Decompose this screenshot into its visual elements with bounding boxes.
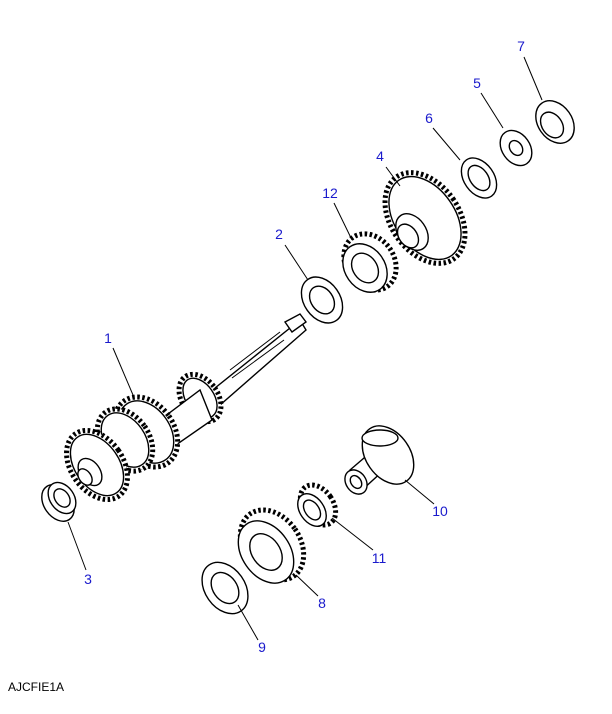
leader-lines: [67, 56, 543, 641]
part-8-gear: [237, 507, 307, 584]
part-12-gear: [341, 231, 399, 293]
callout-4: 4: [376, 148, 384, 164]
callout-3: 3: [84, 571, 92, 587]
callout-10: 10: [432, 503, 448, 519]
part-2-bearing: [300, 276, 344, 324]
part-10-shaft: [344, 425, 415, 495]
part-7-bearing: [535, 100, 575, 144]
callout-8: 8: [318, 595, 326, 611]
callout-2: 2: [275, 226, 283, 242]
callout-5: 5: [473, 75, 481, 91]
callout-9: 9: [258, 639, 266, 655]
part-1-mainshaft: [64, 313, 307, 503]
callout-11: 11: [371, 550, 387, 566]
callout-6: 6: [425, 110, 433, 126]
callout-1: 1: [104, 330, 112, 346]
callout-12: 12: [322, 185, 338, 201]
diagram-code-caption: AJCFIE1A: [8, 680, 65, 694]
part-5-nut: [499, 129, 533, 167]
part-11-needle-bearing: [297, 482, 339, 528]
part-6-washer: [460, 157, 498, 199]
callout-7: 7: [517, 38, 525, 54]
part-4-gear: [382, 170, 468, 266]
part-3-bearing: [41, 481, 77, 522]
